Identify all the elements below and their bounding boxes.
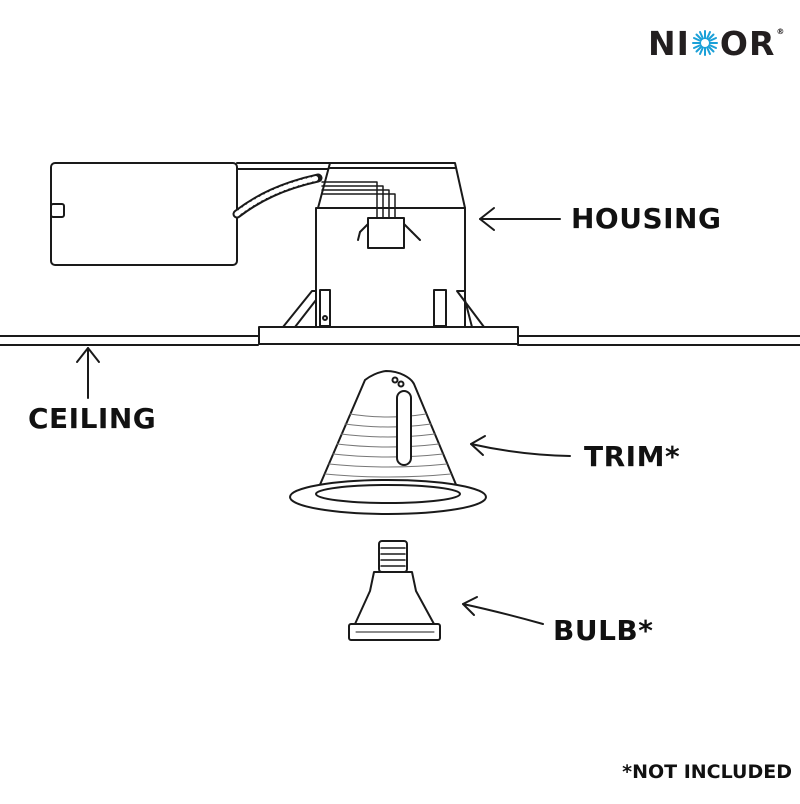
ceiling-plane — [0, 335, 800, 346]
bulb — [348, 540, 441, 641]
trim-arrow — [470, 435, 571, 457]
trim — [289, 370, 487, 515]
housing-can — [258, 162, 519, 345]
not-included-footnote: *NOT INCLUDED — [622, 761, 792, 783]
ceiling-arrow — [76, 347, 100, 399]
registered-mark: ® — [776, 27, 786, 36]
logo-text-part2: OR — [719, 23, 776, 63]
housing-arrow — [479, 207, 561, 231]
housing-label: HOUSING — [571, 202, 722, 235]
ceiling-label: CEILING — [28, 402, 157, 435]
star-burst-icon — [691, 29, 719, 57]
logo-text-part1: NI — [648, 23, 690, 63]
trim-label: TRIM* — [584, 440, 681, 473]
nicor-logo: NI OR ® — [648, 26, 785, 60]
junction-box — [50, 162, 331, 266]
bulb-label: BULB* — [553, 614, 654, 647]
flex-conduit — [232, 173, 323, 219]
bulb-arrow — [462, 596, 544, 625]
